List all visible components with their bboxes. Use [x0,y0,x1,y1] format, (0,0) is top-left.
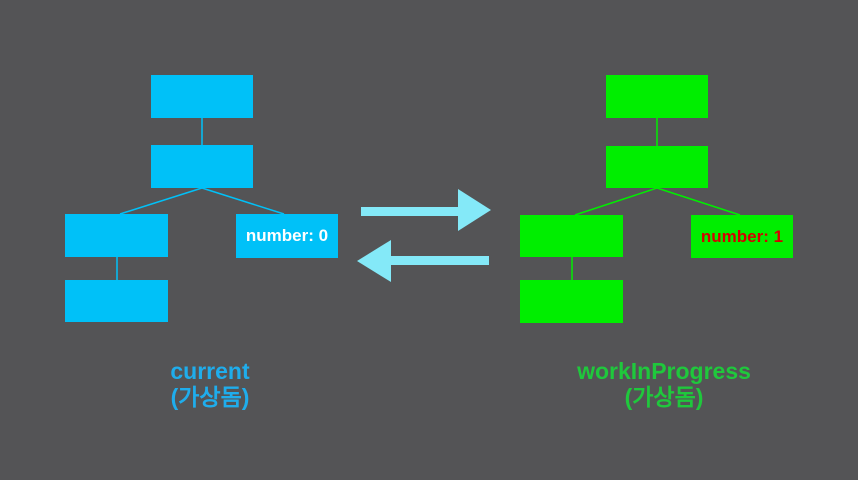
wip-tree-label: workInProgress (가상돔) [554,358,774,410]
current-connector-mid-value [201,187,285,215]
current-tree-connectors [116,118,285,280]
current-tree-label: current (가상돔) [100,358,320,410]
swap-arrow-right-icon [361,189,491,231]
wip-tree-label-line1: workInProgress [577,358,751,384]
wip-leaf-node [520,280,623,323]
wip-connector-mid-childL [574,187,658,216]
wip-root-node [606,75,708,118]
current-value-node: number: 0 [236,214,338,258]
current-mid-node [151,145,253,188]
wip-tree-label-line2: (가상돔) [624,384,704,410]
current-root-node [151,75,253,118]
wip-connector-mid-value [656,187,741,216]
wip-mid-node [606,146,708,188]
wip-tree-connectors [571,118,741,280]
current-left-child-node [65,214,168,257]
current-tree-label-line1: current [170,358,250,384]
current-leaf-node [65,280,168,322]
wip-value-node: number: 1 [691,215,793,258]
swap-arrow-left-icon [357,240,489,282]
wip-left-child-node [520,215,623,257]
current-tree-label-line2: (가상돔) [170,384,250,410]
current-connector-mid-childL [119,187,203,215]
